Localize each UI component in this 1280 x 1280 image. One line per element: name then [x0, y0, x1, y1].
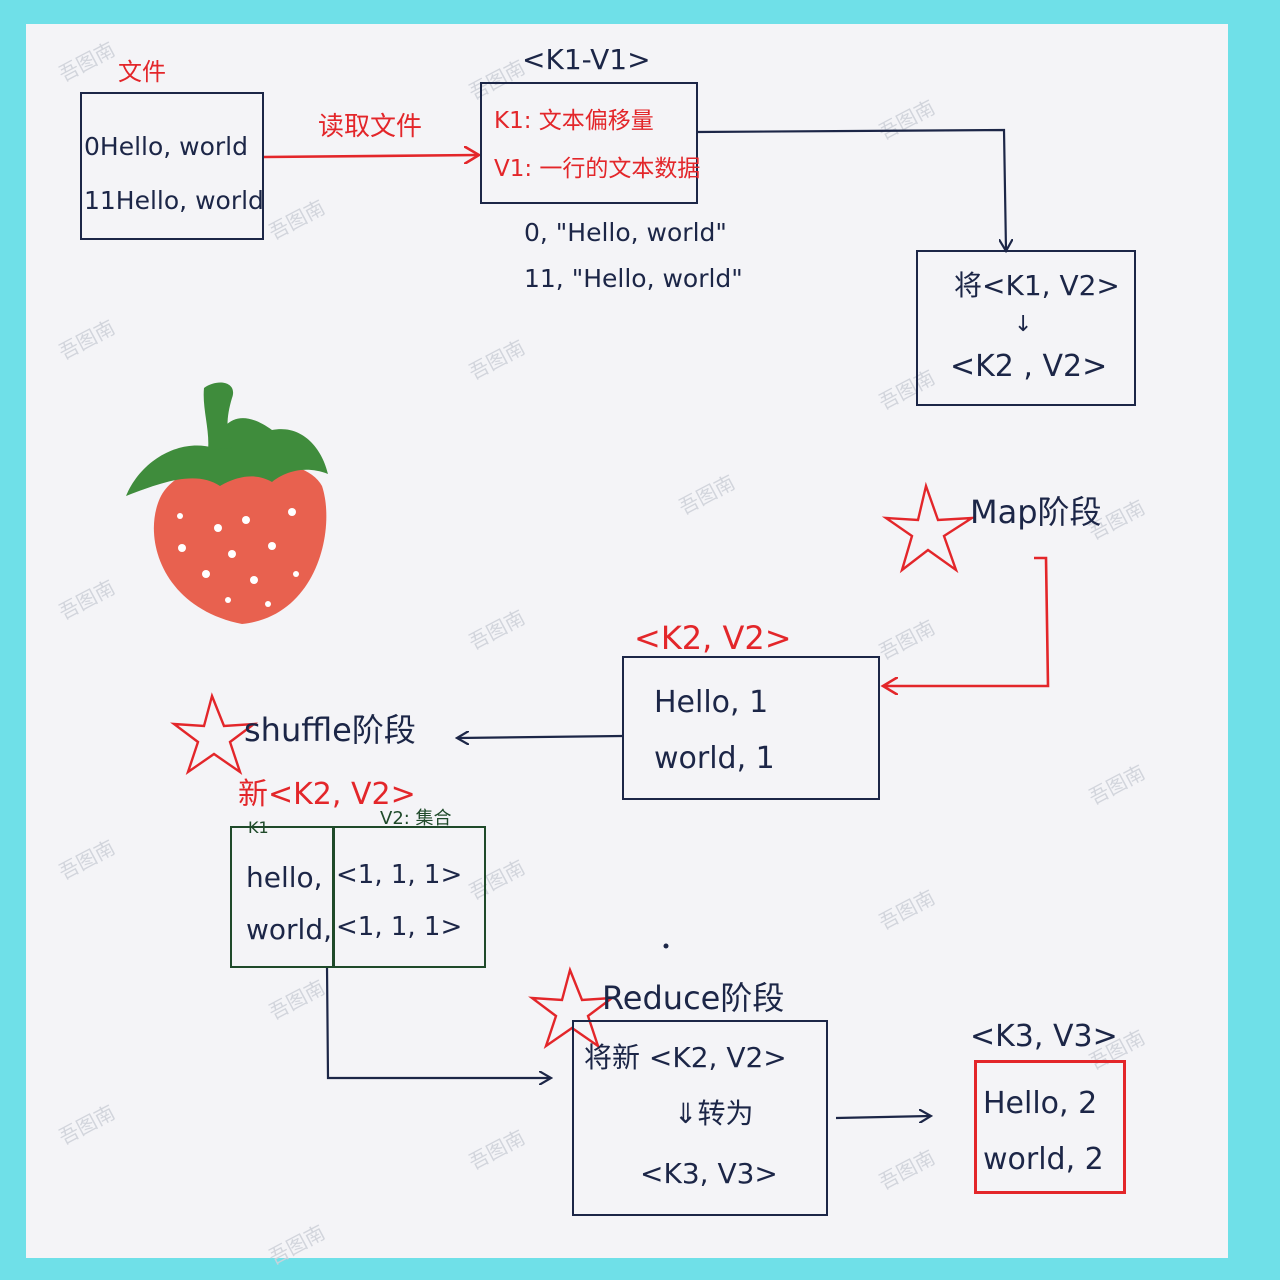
kv1-sample: 0, "Hello, world": [524, 218, 727, 247]
shuffle-value: <1, 1, 1>: [336, 860, 463, 890]
shuffle-new-heading: 新<K2, V2>: [238, 777, 416, 812]
table-divider: [332, 828, 335, 966]
paper-sheet: 吾图南 吾图南 吾图南 吾图南 吾图南 吾图南 吾图南 吾图南 吾图南 吾图南 …: [26, 24, 1228, 1270]
map-stage-label: Map阶段: [970, 493, 1102, 531]
strawberry-illustration: [126, 382, 328, 624]
reduce-box: 将新 <K2, V2> ⇓转为 <K3, V3>: [572, 1020, 828, 1216]
kv3-heading: <K3, V3>: [970, 1019, 1118, 1054]
shuffle-key: world,: [246, 913, 332, 946]
to-shuffle-arrow: [458, 736, 623, 738]
shuffle-v-label: V2: 集合: [380, 808, 452, 829]
reduce-line2: ⇓转为: [674, 1097, 754, 1130]
reduce-line1: 将新 <K2, V2>: [584, 1041, 787, 1074]
to-convert-arrow: [695, 128, 1006, 250]
shuffle-key: hello,: [246, 861, 323, 894]
read-file-arrow: [263, 155, 478, 157]
kv1-v-line: V1: 一行的文本数据: [494, 156, 701, 182]
shuffle-value: <1, 1, 1>: [336, 912, 463, 942]
kv1-box: K1: 文本偏移量 V1: 一行的文本数据: [480, 82, 701, 204]
file-line: 11Hello, world: [84, 186, 264, 215]
kv1-sample: 11, "Hello, world": [524, 264, 743, 293]
to-reduce-arrow: [325, 965, 550, 1078]
shuffle-stage-label: shuffle阶段: [244, 711, 416, 749]
kv2-heading: <K2, V2>: [634, 619, 792, 657]
kv3-row: world, 2: [983, 1142, 1104, 1177]
kv2-row: Hello, 1: [654, 685, 769, 720]
to-result-arrow: [835, 1116, 930, 1118]
read-file-label: 读取文件: [318, 112, 423, 142]
kv3-box: Hello, 2 world, 2: [974, 1060, 1126, 1194]
reduce-line3: <K3, V3>: [640, 1157, 778, 1190]
kv1-heading: <K1-V1>: [522, 43, 651, 76]
shuffle-table: hello, <1, 1, 1> world, <1, 1, 1>: [230, 826, 486, 968]
convert-box: 将<K1, V2> ↓ <K2 , V2>: [916, 250, 1136, 406]
kv2-row: world, 1: [654, 741, 775, 776]
file-line: 0Hello, world: [84, 132, 249, 161]
shuffle-star-icon: [170, 692, 258, 776]
kv1-k-line: K1: 文本偏移量: [494, 108, 654, 134]
kv2-box: Hello, 1 world, 1: [622, 656, 880, 800]
map-star-icon: [881, 481, 977, 574]
convert-line2: <K2 , V2>: [950, 349, 1108, 384]
convert-down-arrow-icon: ↓: [1014, 312, 1033, 337]
map-stage-arrow: [884, 556, 1050, 686]
reduce-stage-label: Reduce阶段: [602, 979, 785, 1017]
convert-line1: 将<K1, V2>: [954, 269, 1120, 302]
file-box: 0Hello, world 11Hello, world: [80, 92, 264, 240]
kv3-row: Hello, 2: [983, 1086, 1098, 1121]
file-title: 文件: [118, 58, 166, 86]
